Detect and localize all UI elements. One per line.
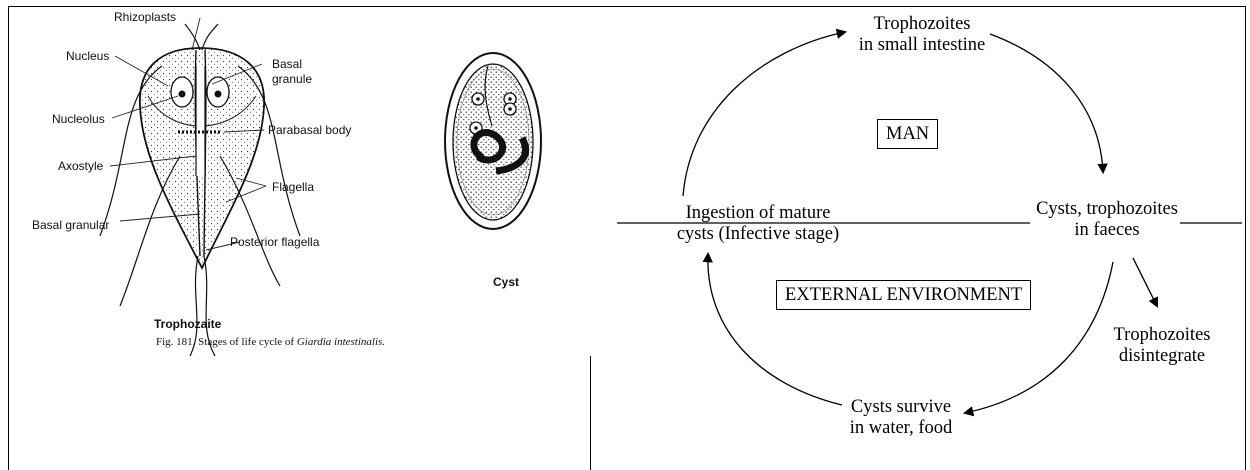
caption-prefix: Fig. 181. Stages of life cycle of <box>156 336 297 348</box>
box-man: MAN <box>877 119 938 149</box>
table-middle-divider <box>590 356 591 470</box>
node-trophozoites-disintegrate: Trophozoites disintegrate <box>1102 325 1222 367</box>
node-right-line2: in faeces <box>1022 220 1192 241</box>
label-axostyle: Axostyle <box>58 160 103 172</box>
label-rhizoplasts: Rhizoplasts <box>114 11 176 23</box>
arrow-bottom-to-left <box>708 254 842 405</box>
node-branch-line1: Trophozoites <box>1102 325 1222 346</box>
label-nucleus: Nucleus <box>66 50 109 62</box>
label-trophozaite: Trophozaite <box>154 318 221 330</box>
label-cyst: Cyst <box>493 276 519 288</box>
node-top-line2: in small intestine <box>832 35 1012 56</box>
node-bottom-line2: in water, food <box>826 418 976 439</box>
label-posterior-flagella: Posterior flagella <box>230 236 319 248</box>
arrow-to-disintegrate <box>1133 258 1157 306</box>
node-top-line1: Trophozoites <box>832 14 1012 35</box>
node-bottom-line1: Cysts survive <box>826 397 976 418</box>
label-basal-granular: Basal granular <box>32 219 109 231</box>
node-cysts-trophozoites-faeces: Cysts, trophozoites in faeces <box>1022 199 1192 241</box>
label-basal-granule-1: Basal <box>272 58 302 70</box>
node-ingestion-mature-cysts: Ingestion of mature cysts (Infective sta… <box>660 203 856 245</box>
cyst-drawing <box>445 53 541 229</box>
box-external-environment: EXTERNAL ENVIRONMENT <box>776 280 1031 310</box>
node-left-line2: cysts (Infective stage) <box>660 224 856 245</box>
label-flagella: Flagella <box>272 181 314 193</box>
arrow-left-to-top <box>683 32 845 196</box>
node-left-line1: Ingestion of mature <box>660 203 856 224</box>
node-cysts-survive: Cysts survive in water, food <box>826 397 976 439</box>
label-parabasal-body: Parabasal body <box>268 124 351 136</box>
figure-caption: Fig. 181. Stages of life cycle of Giardi… <box>156 336 385 348</box>
trophozoite-drawing <box>100 18 300 356</box>
node-trophozoites-small-intestine: Trophozoites in small intestine <box>832 14 1012 56</box>
node-right-line1: Cysts, trophozoites <box>1022 199 1192 220</box>
caption-species: Giardia intestinalis. <box>297 336 385 348</box>
node-branch-line2: disintegrate <box>1102 346 1222 367</box>
label-basal-granule-2: granule <box>272 73 312 85</box>
label-nucleolus: Nucleolus <box>52 113 105 125</box>
